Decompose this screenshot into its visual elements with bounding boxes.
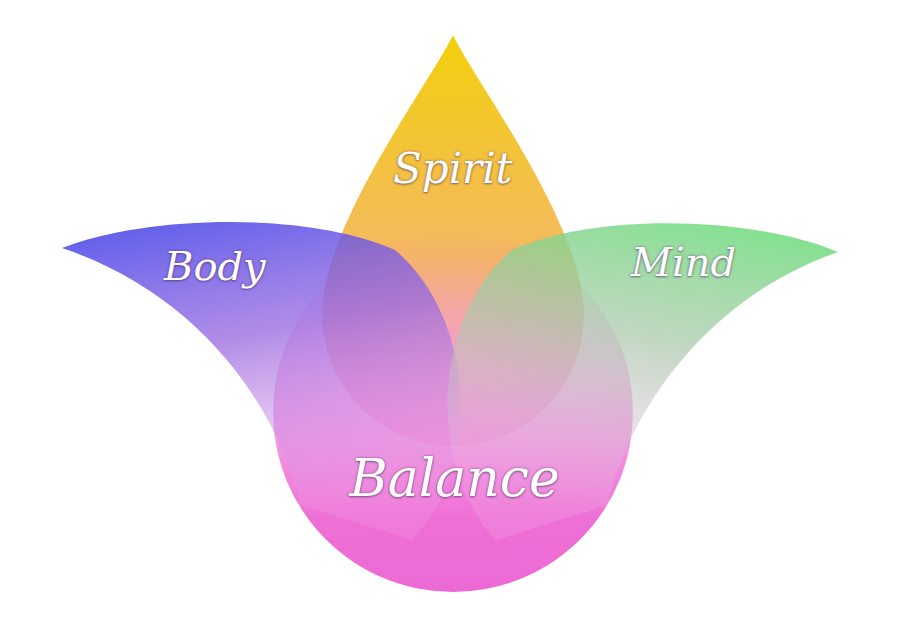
petal-label: Spirit (393, 144, 513, 193)
petal-node: Mind (623, 235, 745, 289)
petal-node: Body (156, 239, 274, 293)
petal-label: Body (164, 243, 266, 289)
petal-label: Balance (350, 448, 561, 508)
petal-label: Mind (631, 239, 737, 285)
petal-node: Balance (342, 444, 569, 512)
petal-node: Spirit (385, 140, 521, 197)
